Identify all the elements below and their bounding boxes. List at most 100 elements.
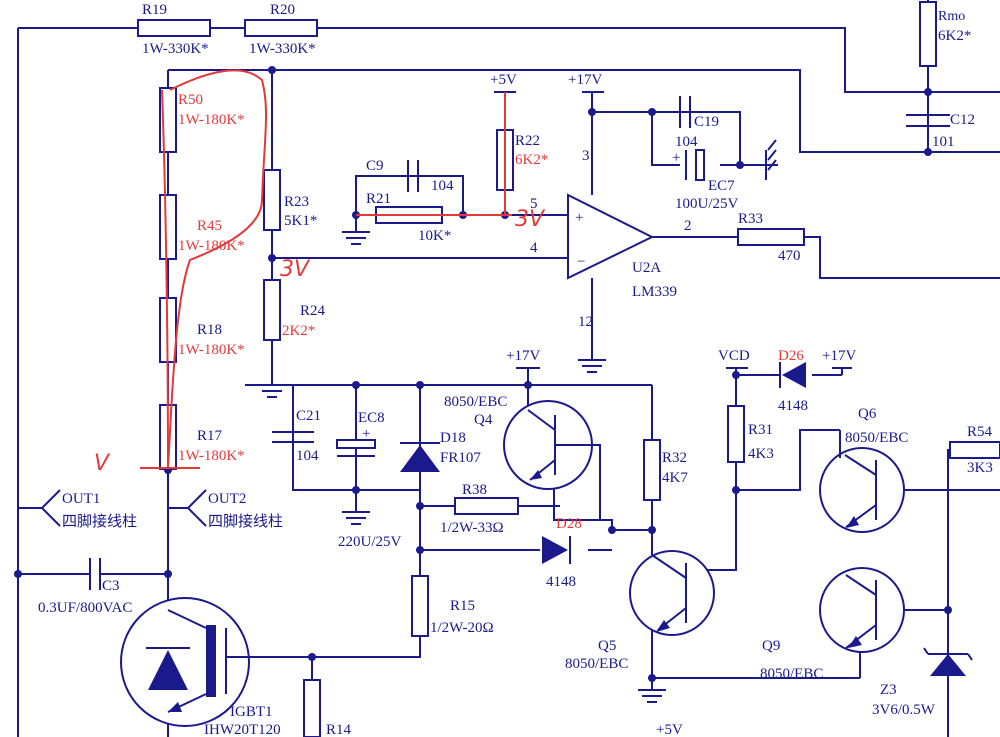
out2-ref: OUT2 xyxy=(208,491,246,507)
opamp-plus-sign: + xyxy=(575,210,583,226)
resistor-rmo: Rmo 6K2* xyxy=(919,1,971,67)
resistor-r21: R21 10K* xyxy=(366,191,451,244)
junctions xyxy=(14,66,952,682)
r32-ref: R32 xyxy=(662,450,687,466)
r50-value: 1W-180K* xyxy=(178,112,245,128)
opamp-pin-gnd: 12 xyxy=(578,314,593,330)
resistor-r17: R17 1W-180K* xyxy=(159,404,245,470)
annotation-3v-minus: 3V xyxy=(280,257,311,282)
r15-ref: R15 xyxy=(450,598,475,614)
igbt1: IGBT1 IHW20T120 xyxy=(120,597,312,737)
igbt-ref: IGBT1 xyxy=(230,704,273,720)
rail-17v-top: +17V xyxy=(568,72,602,88)
resistor-r38: R38 1/2W-33Ω xyxy=(440,482,519,536)
resistor-r23: R23 5K1* xyxy=(263,169,317,231)
c12-ref: C12 xyxy=(950,112,975,128)
r38-ref: R38 xyxy=(462,482,487,498)
r15-value: 1/2W-20Ω xyxy=(430,620,494,636)
transistor-q4: 8050/EBC Q4 xyxy=(444,394,601,520)
rail-vcd: VCD xyxy=(718,348,750,364)
r23-ref: R23 xyxy=(284,194,309,210)
diode-z3: Z3 3V6/0.5W xyxy=(872,647,973,718)
red-annotations: 3V 3V V xyxy=(94,69,546,476)
q9-ref: Q9 xyxy=(762,638,780,654)
r24-value: 2K2* xyxy=(282,323,315,339)
c19-ref: C19 xyxy=(694,114,719,130)
opamp-part: LM339 xyxy=(632,284,677,300)
ec8-ref: EC8 xyxy=(358,410,385,426)
opamp-minus-sign: − xyxy=(577,254,585,270)
ec8-value: 220U/25V xyxy=(338,534,402,550)
annotation-3v-plus: 3V xyxy=(515,207,546,232)
q4-ref: Q4 xyxy=(474,412,493,428)
ec7-value: 100U/25V xyxy=(675,196,739,212)
r17-value: 1W-180K* xyxy=(178,448,245,464)
resistor-r14: R14 xyxy=(303,679,352,737)
ground-symbols xyxy=(258,139,778,703)
resistor-r24: R24 2K2* xyxy=(263,279,326,341)
r31-value: 4K3 xyxy=(748,446,774,462)
rail-5v-top: +5V xyxy=(490,72,517,88)
terminal-out2: OUT2 四脚接线柱 xyxy=(168,489,283,530)
diode-d26: D26 4148 xyxy=(778,348,808,414)
rmo-ref: Rmo xyxy=(938,9,965,24)
c9-ref: C9 xyxy=(366,158,384,174)
resistor-r32: R32 4K7 xyxy=(643,439,688,501)
r45-ref: R45 xyxy=(197,218,222,234)
opamp-u2a: + − 3 5 4 2 12 U2A LM339 xyxy=(530,148,692,330)
r23-value: 5K1* xyxy=(284,213,317,229)
resistor-r18: R18 1W-180K* xyxy=(159,297,245,363)
r17-ref: R17 xyxy=(197,428,223,444)
r20-ref: R20 xyxy=(270,2,295,18)
resistor-r33: R33 470 xyxy=(737,211,805,264)
c19-value: 104 xyxy=(675,134,698,150)
rail-17v-q4: +17V xyxy=(506,348,540,364)
r19-ref: R19 xyxy=(142,2,167,18)
c9-value: 104 xyxy=(431,178,454,194)
transistor-q6: Q6 8050/EBC xyxy=(819,406,908,533)
r20-value: 1W-330K* xyxy=(249,41,316,57)
opamp-pin-out: 2 xyxy=(684,218,692,234)
resistor-r50: R50 1W-180K* xyxy=(159,87,245,153)
r14-ref: R14 xyxy=(326,722,352,737)
diode-d18: D18 FR107 xyxy=(400,430,481,472)
ec7-ref: EC7 xyxy=(708,178,735,194)
capacitor-c12: C12 101 xyxy=(906,112,975,150)
opamp-pin-minus: 4 xyxy=(530,240,538,256)
r18-ref: R18 xyxy=(197,322,222,338)
r31-ref: R31 xyxy=(748,422,773,438)
r33-ref: R33 xyxy=(738,211,763,227)
r32-value: 4K7 xyxy=(662,470,688,486)
q4-type: 8050/EBC xyxy=(444,394,507,410)
annotation-v-mark: V xyxy=(94,451,111,476)
r22-value: 6K2* xyxy=(515,152,548,168)
capacitor-ec8: EC8 + 220U/25V xyxy=(336,410,402,550)
r50-ref: R50 xyxy=(178,92,203,108)
opamp-pin-plus: 5 xyxy=(530,196,538,212)
r54-value: 3K3 xyxy=(967,460,993,476)
opamp-ref: U2A xyxy=(632,260,661,276)
diode-d28: D28 4148 xyxy=(542,516,582,590)
q6-ref: Q6 xyxy=(858,406,877,422)
d18-value: FR107 xyxy=(440,450,481,466)
d18-ref: D18 xyxy=(440,430,466,446)
d26-ref: D26 xyxy=(778,348,804,364)
r21-value: 10K* xyxy=(418,228,451,244)
resistor-r31: R31 4K3 xyxy=(727,405,774,463)
transistor-q9: Q9 8050/EBC xyxy=(760,567,905,682)
d26-value: 4148 xyxy=(778,398,808,414)
c12-value: 101 xyxy=(932,134,955,150)
z3-ref: Z3 xyxy=(880,682,897,698)
capacitor-c9: C9 104 xyxy=(366,158,454,194)
r54-ref: R54 xyxy=(967,424,993,440)
resistor-r20: R20 1W-330K* xyxy=(244,2,318,57)
c21-ref: C21 xyxy=(296,408,321,424)
rmo-value: 6K2* xyxy=(938,28,971,44)
transistor-q5: Q5 8050/EBC xyxy=(565,550,715,672)
igbt-part: IHW20T120 xyxy=(204,722,281,737)
z3-value: 3V6/0.5W xyxy=(872,702,936,718)
out1-desc: 四脚接线柱 xyxy=(62,513,137,530)
capacitor-c21: C21 104 xyxy=(272,408,321,464)
power-rails: +5V +17V +17V VCD +17V +5V xyxy=(490,72,856,737)
